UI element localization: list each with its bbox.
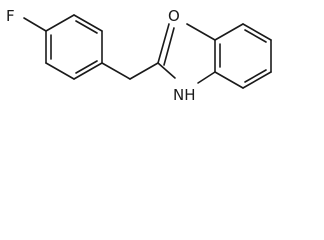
methylene-to-carbonyl-bond <box>129 62 159 80</box>
methyl-bond <box>186 23 216 41</box>
ring-a-bond-3 <box>73 62 103 80</box>
ring-b-bond-6 <box>214 71 244 89</box>
amide-nitrogen-label: NH <box>173 86 196 104</box>
fluorine-label: F <box>6 7 15 25</box>
ring-b-double-3 <box>244 69 267 83</box>
ring-a-bond-1 <box>73 14 103 32</box>
carbonyl-to-nitrogen-bond <box>157 62 176 79</box>
chemical-structure: F O NH <box>6 7 272 104</box>
ring-b-double-2 <box>244 29 267 43</box>
carbon-fluorine-bond <box>23 17 47 32</box>
ring-a-bond-6 <box>45 14 75 32</box>
carbonyl-bond-inner <box>163 27 175 66</box>
ring-b-bond-3 <box>242 23 272 41</box>
ring-to-methylene-bond <box>101 62 131 80</box>
carbonyl-bond-outer <box>157 23 170 64</box>
ring-b-bond-5 <box>242 71 272 89</box>
oxygen-label: O <box>168 7 180 25</box>
ring-b-bond-2 <box>214 23 244 41</box>
fluorophenyl-ring <box>45 14 103 80</box>
nitrogen-to-ring-bond <box>197 71 216 84</box>
ring-a-double-2 <box>75 60 98 74</box>
ring-a-bond-4 <box>45 62 75 80</box>
structure-canvas: F O NH <box>0 0 324 108</box>
ring-a-double-1 <box>75 20 98 34</box>
methylphenyl-ring <box>214 23 272 89</box>
